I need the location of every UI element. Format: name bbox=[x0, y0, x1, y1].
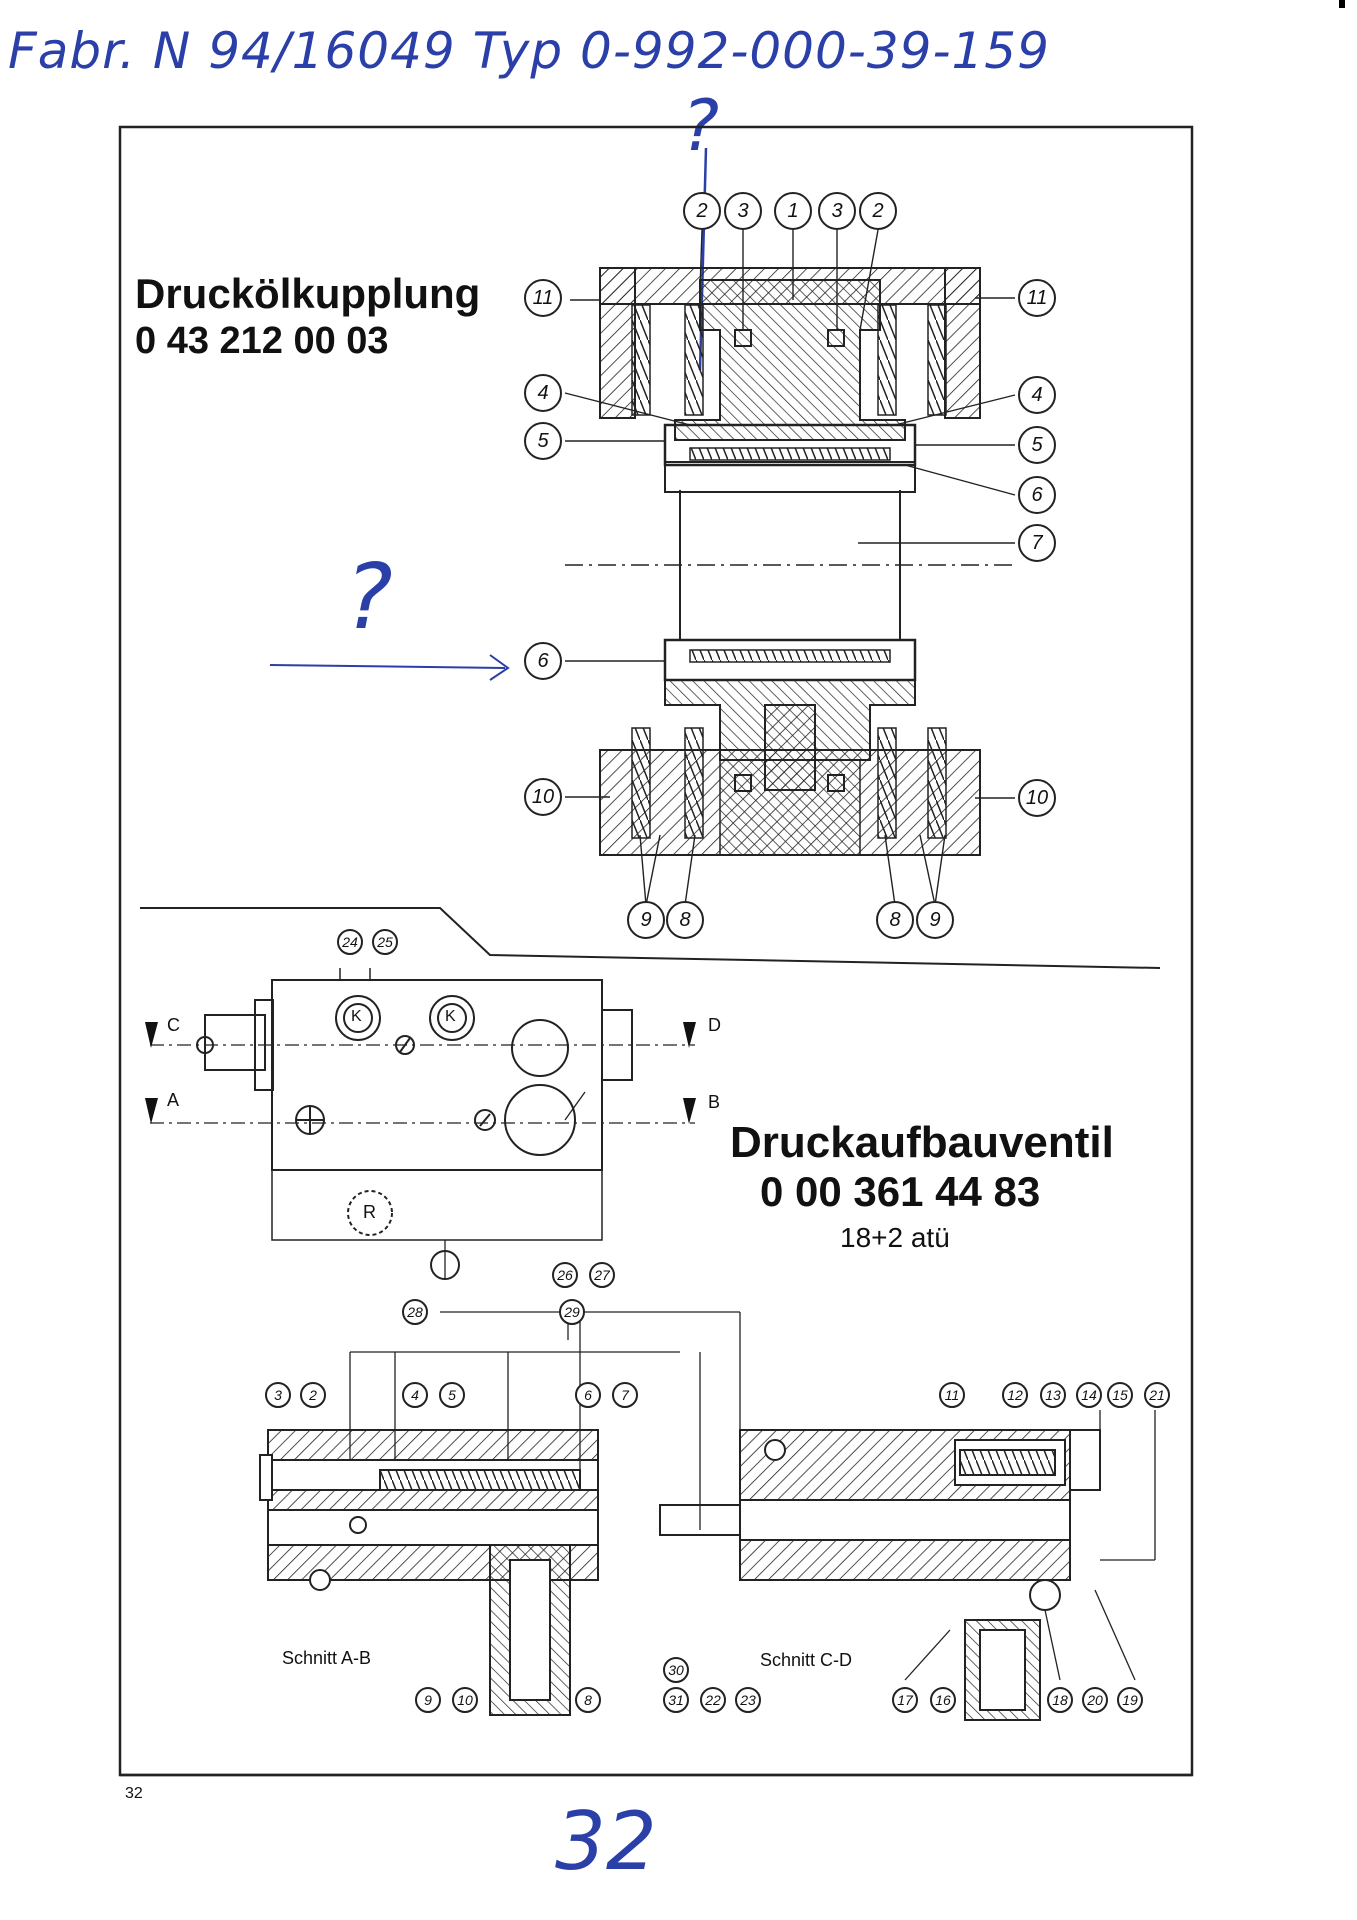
section-cd-label: Schnitt C-D bbox=[760, 1650, 853, 1670]
coupling-title: Druckölkupplung bbox=[135, 270, 481, 317]
callout-bubble: 7 bbox=[1018, 524, 1056, 562]
valve-pressure: 18+2 atü bbox=[840, 1222, 950, 1253]
callout-bubble: 4 bbox=[1018, 376, 1056, 414]
callout-bubble: 10 bbox=[452, 1687, 478, 1713]
callout-bubble: 15 bbox=[1107, 1382, 1133, 1408]
callout-bubble: 28 bbox=[402, 1299, 428, 1325]
valve-top-view bbox=[150, 968, 695, 1280]
k-mark-2: K bbox=[445, 1008, 456, 1025]
k-mark-1: K bbox=[351, 1008, 362, 1025]
callout-bubble: 21 bbox=[1144, 1382, 1170, 1408]
callout-bubble: 31 bbox=[663, 1687, 689, 1713]
callout-bubble: 6 bbox=[575, 1382, 601, 1408]
callout-bubble: 20 bbox=[1082, 1687, 1108, 1713]
callout-bubble: 11 bbox=[1018, 279, 1056, 317]
section-arrows bbox=[145, 1022, 696, 1124]
section-cd-drawing bbox=[659, 1429, 1101, 1721]
callout-bubble: 10 bbox=[1018, 779, 1056, 817]
callout-bubble: 29 bbox=[559, 1299, 585, 1325]
valve-part-number: 0 00 361 44 83 bbox=[760, 1168, 1041, 1215]
callout-bubble: 26 bbox=[552, 1262, 578, 1288]
callout-bubble: 9 bbox=[415, 1687, 441, 1713]
callout-bubble: 6 bbox=[524, 642, 562, 680]
callout-bubble: 13 bbox=[1040, 1382, 1066, 1408]
callout-bubble: 11 bbox=[524, 279, 562, 317]
callout-bubble: 11 bbox=[939, 1382, 965, 1408]
callout-bubble: 2 bbox=[859, 192, 897, 230]
callout-bubble: 10 bbox=[524, 778, 562, 816]
r-mark: R bbox=[363, 1202, 376, 1222]
section-letter-a: A bbox=[167, 1090, 180, 1110]
callout-bubble: 14 bbox=[1076, 1382, 1102, 1408]
callout-bubble: 6 bbox=[1018, 476, 1056, 514]
callout-bubble: 30 bbox=[663, 1657, 689, 1683]
callout-bubble: 5 bbox=[439, 1382, 465, 1408]
callout-bubble: 22 bbox=[700, 1687, 726, 1713]
callout-bubble: 7 bbox=[612, 1382, 638, 1408]
callout-bubble: 3 bbox=[818, 192, 856, 230]
callout-bubble: 9 bbox=[627, 901, 665, 939]
printed-page-number: 32 bbox=[125, 1785, 143, 1802]
valve-leader-lines bbox=[349, 1240, 1156, 1681]
valve-title: Druckaufbauventil bbox=[730, 1118, 1114, 1167]
section-letter-b: B bbox=[708, 1092, 721, 1112]
callout-bubble: 18 bbox=[1047, 1687, 1073, 1713]
coupling-leader-lines bbox=[564, 229, 1016, 906]
callout-bubble: 2 bbox=[300, 1382, 326, 1408]
callout-bubble: 3 bbox=[265, 1382, 291, 1408]
callout-bubble: 24 bbox=[337, 929, 363, 955]
coupling-part-number: 0 43 212 00 03 bbox=[135, 320, 389, 362]
callout-bubble: 23 bbox=[735, 1687, 761, 1713]
callout-bubble: 19 bbox=[1117, 1687, 1143, 1713]
callout-bubble: 17 bbox=[892, 1687, 918, 1713]
callout-bubble: 5 bbox=[1018, 426, 1056, 464]
callout-bubble: 12 bbox=[1002, 1382, 1028, 1408]
callout-bubble: 9 bbox=[916, 901, 954, 939]
handwritten-page-number: 32 bbox=[555, 1795, 657, 1888]
callout-bubble: 3 bbox=[724, 192, 762, 230]
section-ab-drawing bbox=[259, 1429, 599, 1716]
callout-bubble: 1 bbox=[774, 192, 812, 230]
handwritten-header: Fabr. N 94/16049 Typ 0-992-000-39-159 bbox=[8, 22, 1050, 80]
handwritten-arrow-left bbox=[269, 664, 506, 669]
section-ab-label: Schnitt A-B bbox=[282, 1648, 372, 1668]
callout-bubble: 25 bbox=[372, 929, 398, 955]
callout-bubble: 8 bbox=[575, 1687, 601, 1713]
divider-line bbox=[140, 907, 1161, 969]
callout-bubble: 8 bbox=[876, 901, 914, 939]
callout-bubble: 27 bbox=[589, 1262, 615, 1288]
callout-bubble: 5 bbox=[524, 422, 562, 460]
callout-bubble: 8 bbox=[666, 901, 704, 939]
callout-bubble: 4 bbox=[402, 1382, 428, 1408]
handwritten-question-mark-left: ? bbox=[345, 545, 393, 650]
callout-bubble: 16 bbox=[930, 1687, 956, 1713]
section-letter-c: C bbox=[167, 1015, 180, 1035]
coupling-cross-section bbox=[565, 267, 1015, 856]
callout-bubble: 4 bbox=[524, 374, 562, 412]
callout-bubble: 2 bbox=[683, 192, 721, 230]
section-letter-d: D bbox=[708, 1015, 721, 1035]
